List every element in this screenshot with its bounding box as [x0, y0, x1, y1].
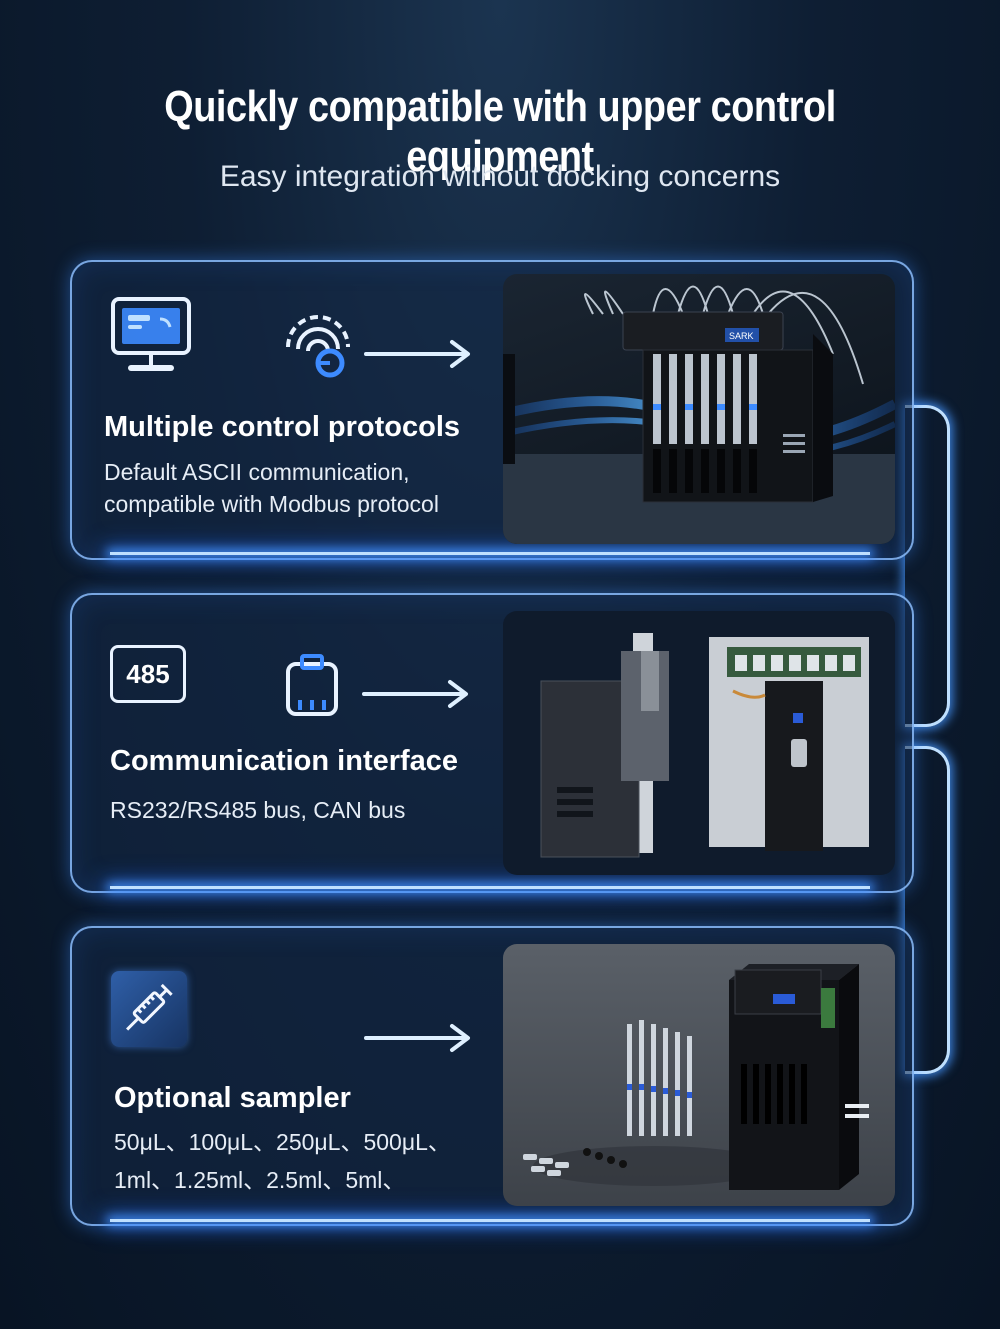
panel-3-bottom-glow: [110, 1219, 870, 1222]
panel-3-desc-line-2: 1ml、1.25ml、2.5ml、5ml、: [114, 1167, 406, 1193]
panel-3-title: Optional sampler: [114, 1082, 351, 1114]
sampler-product-photo: [503, 944, 895, 1206]
syringe-icon: [111, 971, 187, 1047]
panel-1-desc-line-2: compatible with Modbus protocol: [104, 491, 439, 517]
monitor-icon: [111, 297, 191, 371]
page-title: Quickly compatible with upper control eq…: [164, 82, 836, 181]
panel-1-bottom-glow: [110, 552, 870, 555]
panel-3-desc-line-1: 50μL、100μL、250μL、500μL、: [114, 1129, 451, 1155]
rs485-badge-icon: 485: [110, 645, 186, 703]
syringe-pump-photo: SARK: [503, 274, 895, 544]
panel-2-title: Communication interface: [110, 745, 459, 777]
panel-1-title: Multiple control protocols: [104, 411, 461, 443]
panel-1-desc-line-1: Default ASCII communication,: [104, 459, 410, 485]
page-subtitle: Easy integration without docking concern…: [219, 160, 781, 193]
arrow-icon: [364, 1024, 470, 1052]
connector-2-3: [905, 746, 950, 1074]
connector-port-icon: [286, 654, 338, 716]
arrow-icon: [362, 680, 468, 708]
device-back-photo: [503, 611, 895, 875]
rs485-badge-text: 485: [126, 659, 170, 689]
wireless-signal-icon: [286, 315, 350, 378]
arrow-icon: [364, 340, 470, 368]
connector-1-2: [905, 405, 950, 727]
panel-2-desc-line-1: RS232/RS485 bus, CAN bus: [110, 797, 406, 823]
panel-2-bottom-glow: [110, 886, 870, 889]
device-label: SARK: [729, 331, 754, 341]
